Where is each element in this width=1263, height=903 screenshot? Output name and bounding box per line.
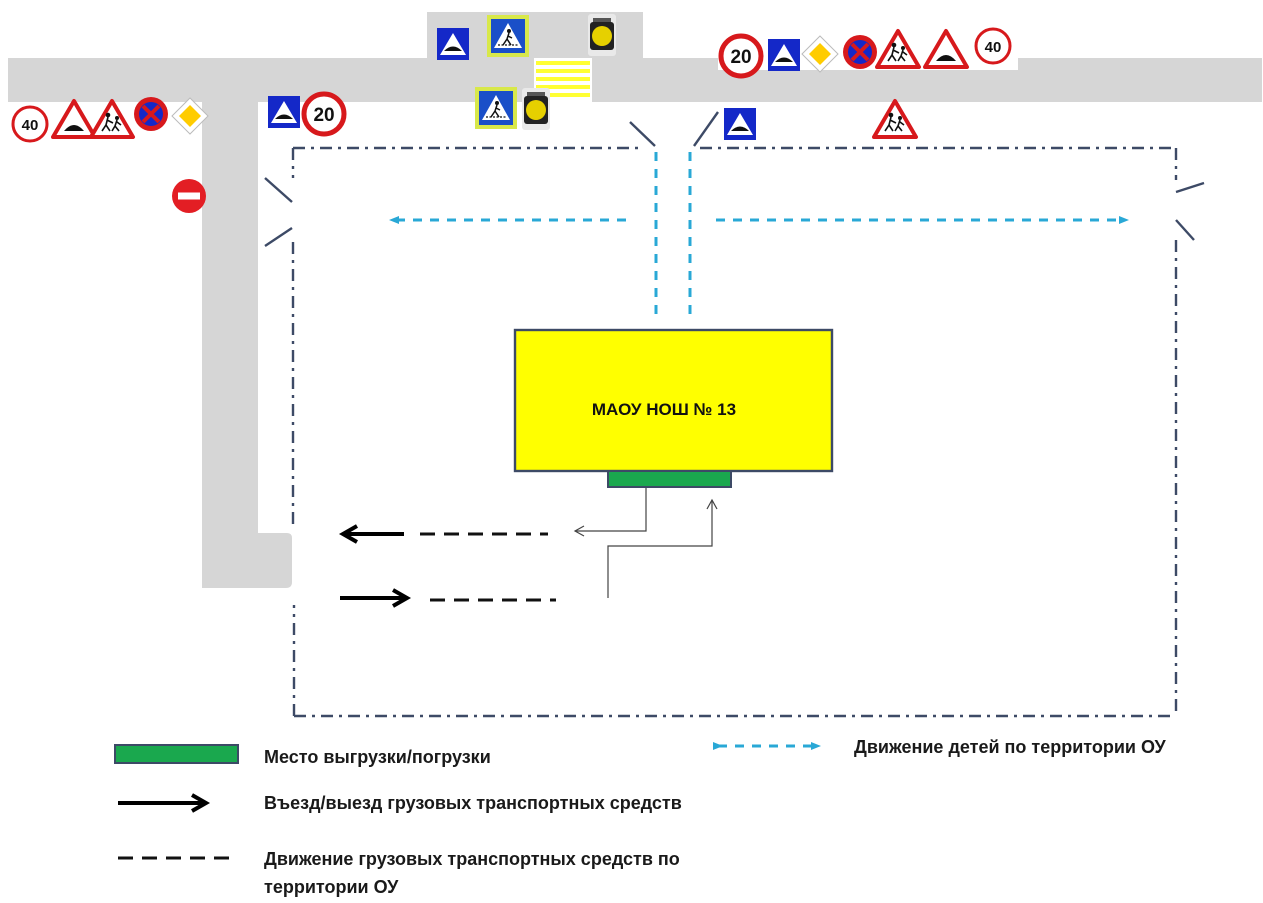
school-building: МАОУ НОШ № 13 [513,328,834,473]
bump-sign-right [768,39,800,71]
legend-loading-zone-label: Место выгрузки/погрузки [264,747,491,767]
crosswalk-sign-top [486,14,530,58]
no-entry-sign [172,179,206,213]
territory-fence [291,146,1178,718]
truck-route-thin [573,488,718,598]
truck-movement-dashes [420,532,556,602]
legend-truck-movement-label-2: территории ОУ [264,877,399,897]
speed-limit-sign-40-right: 40 [974,27,1012,65]
main-road [8,58,1262,102]
school-label: МАОУ НОШ № 13 [592,400,736,419]
gates [264,111,1205,247]
speed-limit-40-left-text: 40 [22,117,39,134]
crosswalk-sign-lower [474,86,518,130]
gate-top-right-leaf [693,111,719,147]
loading-zone [607,470,732,488]
side-road [202,100,258,588]
traffic-light-lower [522,88,550,130]
speed-limit-20-text: 20 [730,47,751,68]
speed-limit-40-right-text: 40 [985,39,1002,56]
legend-loading-zone-swatch [114,744,239,764]
traffic-light-top [588,14,616,56]
side-road-bend [258,533,292,588]
road-signs: 20 40 40 20 [11,14,1012,213]
bump-sign-gate [724,108,756,140]
truck-entry-exit [338,524,412,608]
truck-route-exit [573,488,647,537]
speed-limit-sign-40-left: 40 [11,105,49,143]
gate-top-left-leaf [629,121,656,147]
legend-truck-movement-label-1: Движение грузовых транспортных средств п… [264,849,680,869]
truck-route-entry [607,498,718,598]
bump-warning-sign-left [51,99,97,139]
no-stopping-sign-left [132,95,170,133]
speed-limit-sign-20-right: 20 [718,33,764,79]
children-sign-left [89,99,135,139]
gate-left-leaf-1 [264,177,293,203]
bump-sign-left [268,96,300,128]
roads [8,12,1262,588]
legend-truck-entry-exit-label: Въезд/выезд грузовых транспортных средст… [264,793,682,813]
legend-children-movement-label: Движение детей по территории ОУ [854,737,1166,757]
speed-limit-20-left-text: 20 [313,105,334,126]
no-stopping-sign-right [841,33,879,71]
legend [114,742,821,860]
gate-right-leaf-1 [1175,181,1205,194]
gate-left-leaf-2 [264,227,293,247]
speed-limit-sign-20-left: 20 [301,91,347,137]
gate-right-leaf-2 [1175,219,1195,241]
children-sign-gate [872,99,918,139]
bump-sign-top [437,28,469,60]
children-paths [389,152,1129,318]
